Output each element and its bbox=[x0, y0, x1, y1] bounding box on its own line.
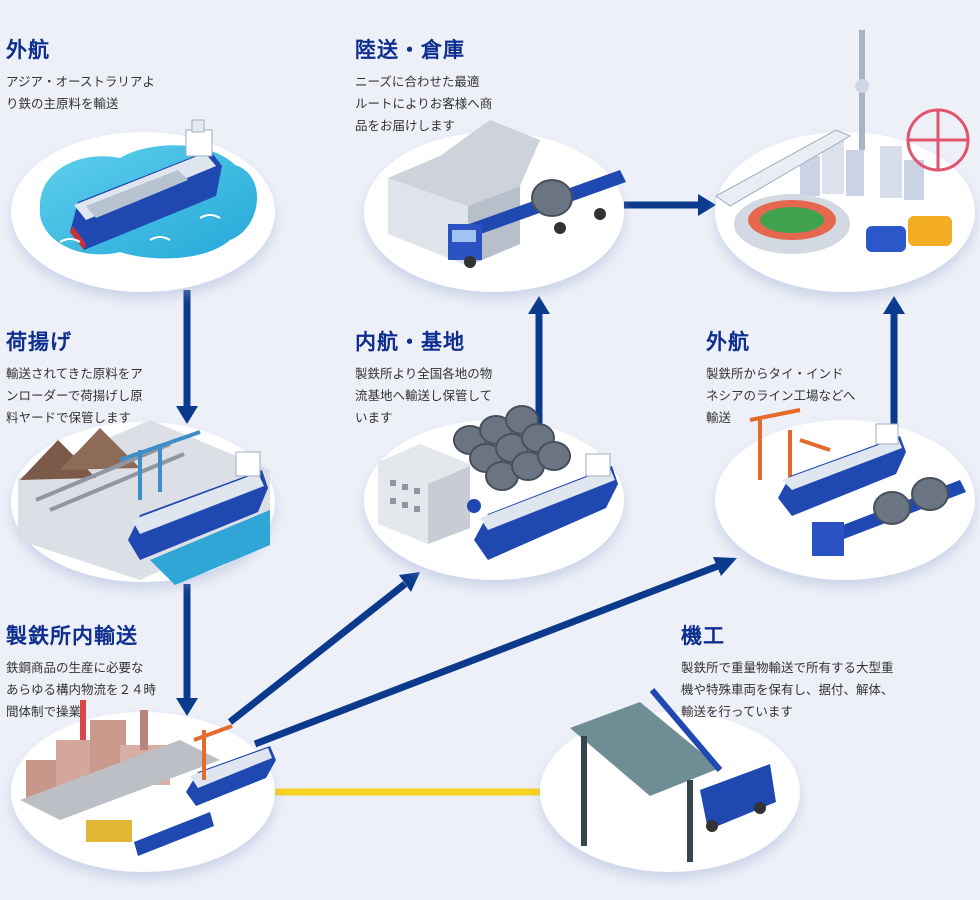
in-plant-illustration bbox=[11, 700, 276, 872]
step-machinery: 機工 製鉄所で重量物輸送で所有する大型重 機や特殊車両を保有し、据付、解体、 輸… bbox=[681, 624, 894, 723]
desc-line: ンローダーで荷揚げし原 bbox=[6, 388, 143, 404]
orange-crane bbox=[193, 724, 233, 780]
step-overseas-export: 外航 製鉄所からタイ・インド ネシアのライン工場などへ 輸送 bbox=[706, 330, 855, 429]
desc-line: 製鉄所で重量物輸送で所有する大型重 bbox=[681, 660, 894, 676]
desc-line: 流基地へ輸送し保管して bbox=[355, 388, 493, 404]
step-description: 製鉄所より全国各地の物 流基地へ輸送し保管して います bbox=[355, 363, 492, 429]
step-title: 製鉄所内輸送 bbox=[6, 624, 138, 648]
gantry-structure bbox=[570, 702, 720, 862]
step-title: 内航・基地 bbox=[355, 330, 465, 354]
stadium-icon bbox=[734, 194, 850, 254]
desc-line: 鉄鋼商品の生産に必要な bbox=[6, 660, 144, 676]
desc-line: 輸送 bbox=[706, 410, 732, 426]
city-illustration bbox=[715, 30, 975, 292]
city-buildings bbox=[800, 140, 924, 200]
bulk-carrier-ship bbox=[70, 119, 222, 250]
coastal-vessel bbox=[474, 453, 618, 560]
trailer-truck bbox=[448, 170, 626, 268]
coil-trailer-truck bbox=[812, 477, 966, 556]
overseas-import-illustration bbox=[11, 119, 275, 292]
bullet-train-icon bbox=[715, 129, 852, 207]
desc-line: あらゆる構内物流を２４時 bbox=[6, 682, 157, 698]
ferris-wheel-icon bbox=[906, 108, 970, 172]
small-ship bbox=[186, 746, 276, 806]
step-title: 陸送・倉庫 bbox=[355, 38, 465, 62]
car-icon bbox=[866, 216, 952, 252]
step-description: 製鉄所で重量物輸送で所有する大型重 機や特殊車両を保有し、据付、解体、 輸送を行… bbox=[681, 657, 894, 723]
arrow-in-plant-to-domestic bbox=[227, 572, 420, 725]
step-in-plant: 製鉄所内輸送 鉄鋼商品の生産に必要な あらゆる構内物流を２４時 間体制で操業 bbox=[6, 624, 156, 723]
step-overseas-import: 外航 アジア・オーストラリアよ り鉄の主原料を輸送 bbox=[6, 38, 155, 115]
desc-line: 品をお届けします bbox=[355, 118, 456, 134]
step-title: 外航 bbox=[6, 38, 50, 62]
desc-line: 輸送を行っています bbox=[681, 704, 793, 720]
tower-icon bbox=[855, 30, 869, 150]
land-warehouse-illustration bbox=[364, 120, 626, 292]
step-description: 鉄鋼商品の生産に必要な あらゆる構内物流を２４時 間体制で操業 bbox=[6, 657, 156, 723]
desc-line: 機や特殊車両を保有し、据付、解体、 bbox=[681, 682, 894, 698]
step-title: 荷揚げ bbox=[6, 330, 72, 354]
export-ship bbox=[778, 423, 906, 516]
freight-car bbox=[86, 820, 132, 842]
ore-pile bbox=[20, 440, 96, 480]
step-title: 外航 bbox=[706, 330, 750, 354]
desc-line: ニーズに合わせた最適 bbox=[355, 74, 480, 90]
overseas-export-illustration bbox=[715, 408, 975, 580]
step-land-warehouse: 陸送・倉庫 ニーズに合わせた最適 ルートによりお客様へ商 品をお届けします bbox=[355, 38, 492, 137]
warehouse-building bbox=[378, 444, 481, 544]
arrow-overseas-to-unloading bbox=[176, 290, 198, 424]
desc-line: 製鉄所より全国各地の物 bbox=[355, 366, 493, 382]
step-title: 機工 bbox=[681, 624, 725, 648]
desc-line: 料ヤードで保管します bbox=[6, 410, 132, 426]
desc-line: 製鉄所からタイ・インド bbox=[706, 366, 844, 382]
desc-line: います bbox=[355, 410, 393, 426]
desc-line: り鉄の主原料を輸送 bbox=[6, 96, 119, 112]
step-unloading: 荷揚げ 輸送されてきた原料をア ンローダーで荷揚げし原 料ヤードで保管します bbox=[6, 330, 143, 429]
heavy-crane-vehicle bbox=[649, 688, 776, 832]
desc-line: アジア・オーストラリアよ bbox=[6, 74, 155, 90]
step-domestic: 内航・基地 製鉄所より全国各地の物 流基地へ輸送し保管して います bbox=[355, 330, 492, 429]
coil-railcar bbox=[134, 812, 214, 856]
arrow-unloading-to-in-plant bbox=[176, 584, 198, 716]
steel-coils-stack bbox=[453, 405, 571, 491]
desc-line: 間体制で操業 bbox=[6, 704, 82, 720]
arrow-land-to-city bbox=[624, 194, 716, 216]
desc-line: ルートによりお客様へ商 bbox=[355, 96, 493, 112]
machinery-illustration bbox=[540, 688, 800, 872]
warehouse-building bbox=[388, 120, 540, 266]
unloading-illustration bbox=[11, 420, 275, 585]
arrow-in-plant-to-overseas-export bbox=[253, 557, 737, 748]
domestic-illustration bbox=[364, 405, 624, 580]
step-description: 輸送されてきた原料をア ンローダーで荷揚げし原 料ヤードで保管します bbox=[6, 363, 143, 429]
step-description: 製鉄所からタイ・インド ネシアのライン工場などへ 輸送 bbox=[706, 363, 855, 429]
ship-at-berth bbox=[128, 451, 268, 560]
step-description: ニーズに合わせた最適 ルートによりお客様へ商 品をお届けします bbox=[355, 71, 492, 137]
steel-plant-buildings bbox=[20, 700, 220, 820]
desc-line: ネシアのライン工場などへ bbox=[706, 388, 856, 404]
unloader-crane bbox=[119, 430, 201, 500]
arrow-export-to-city bbox=[883, 296, 905, 430]
desc-line: 輸送されてきた原料をア bbox=[6, 366, 143, 382]
step-description: アジア・オーストラリアよ り鉄の主原料を輸送 bbox=[6, 71, 155, 115]
